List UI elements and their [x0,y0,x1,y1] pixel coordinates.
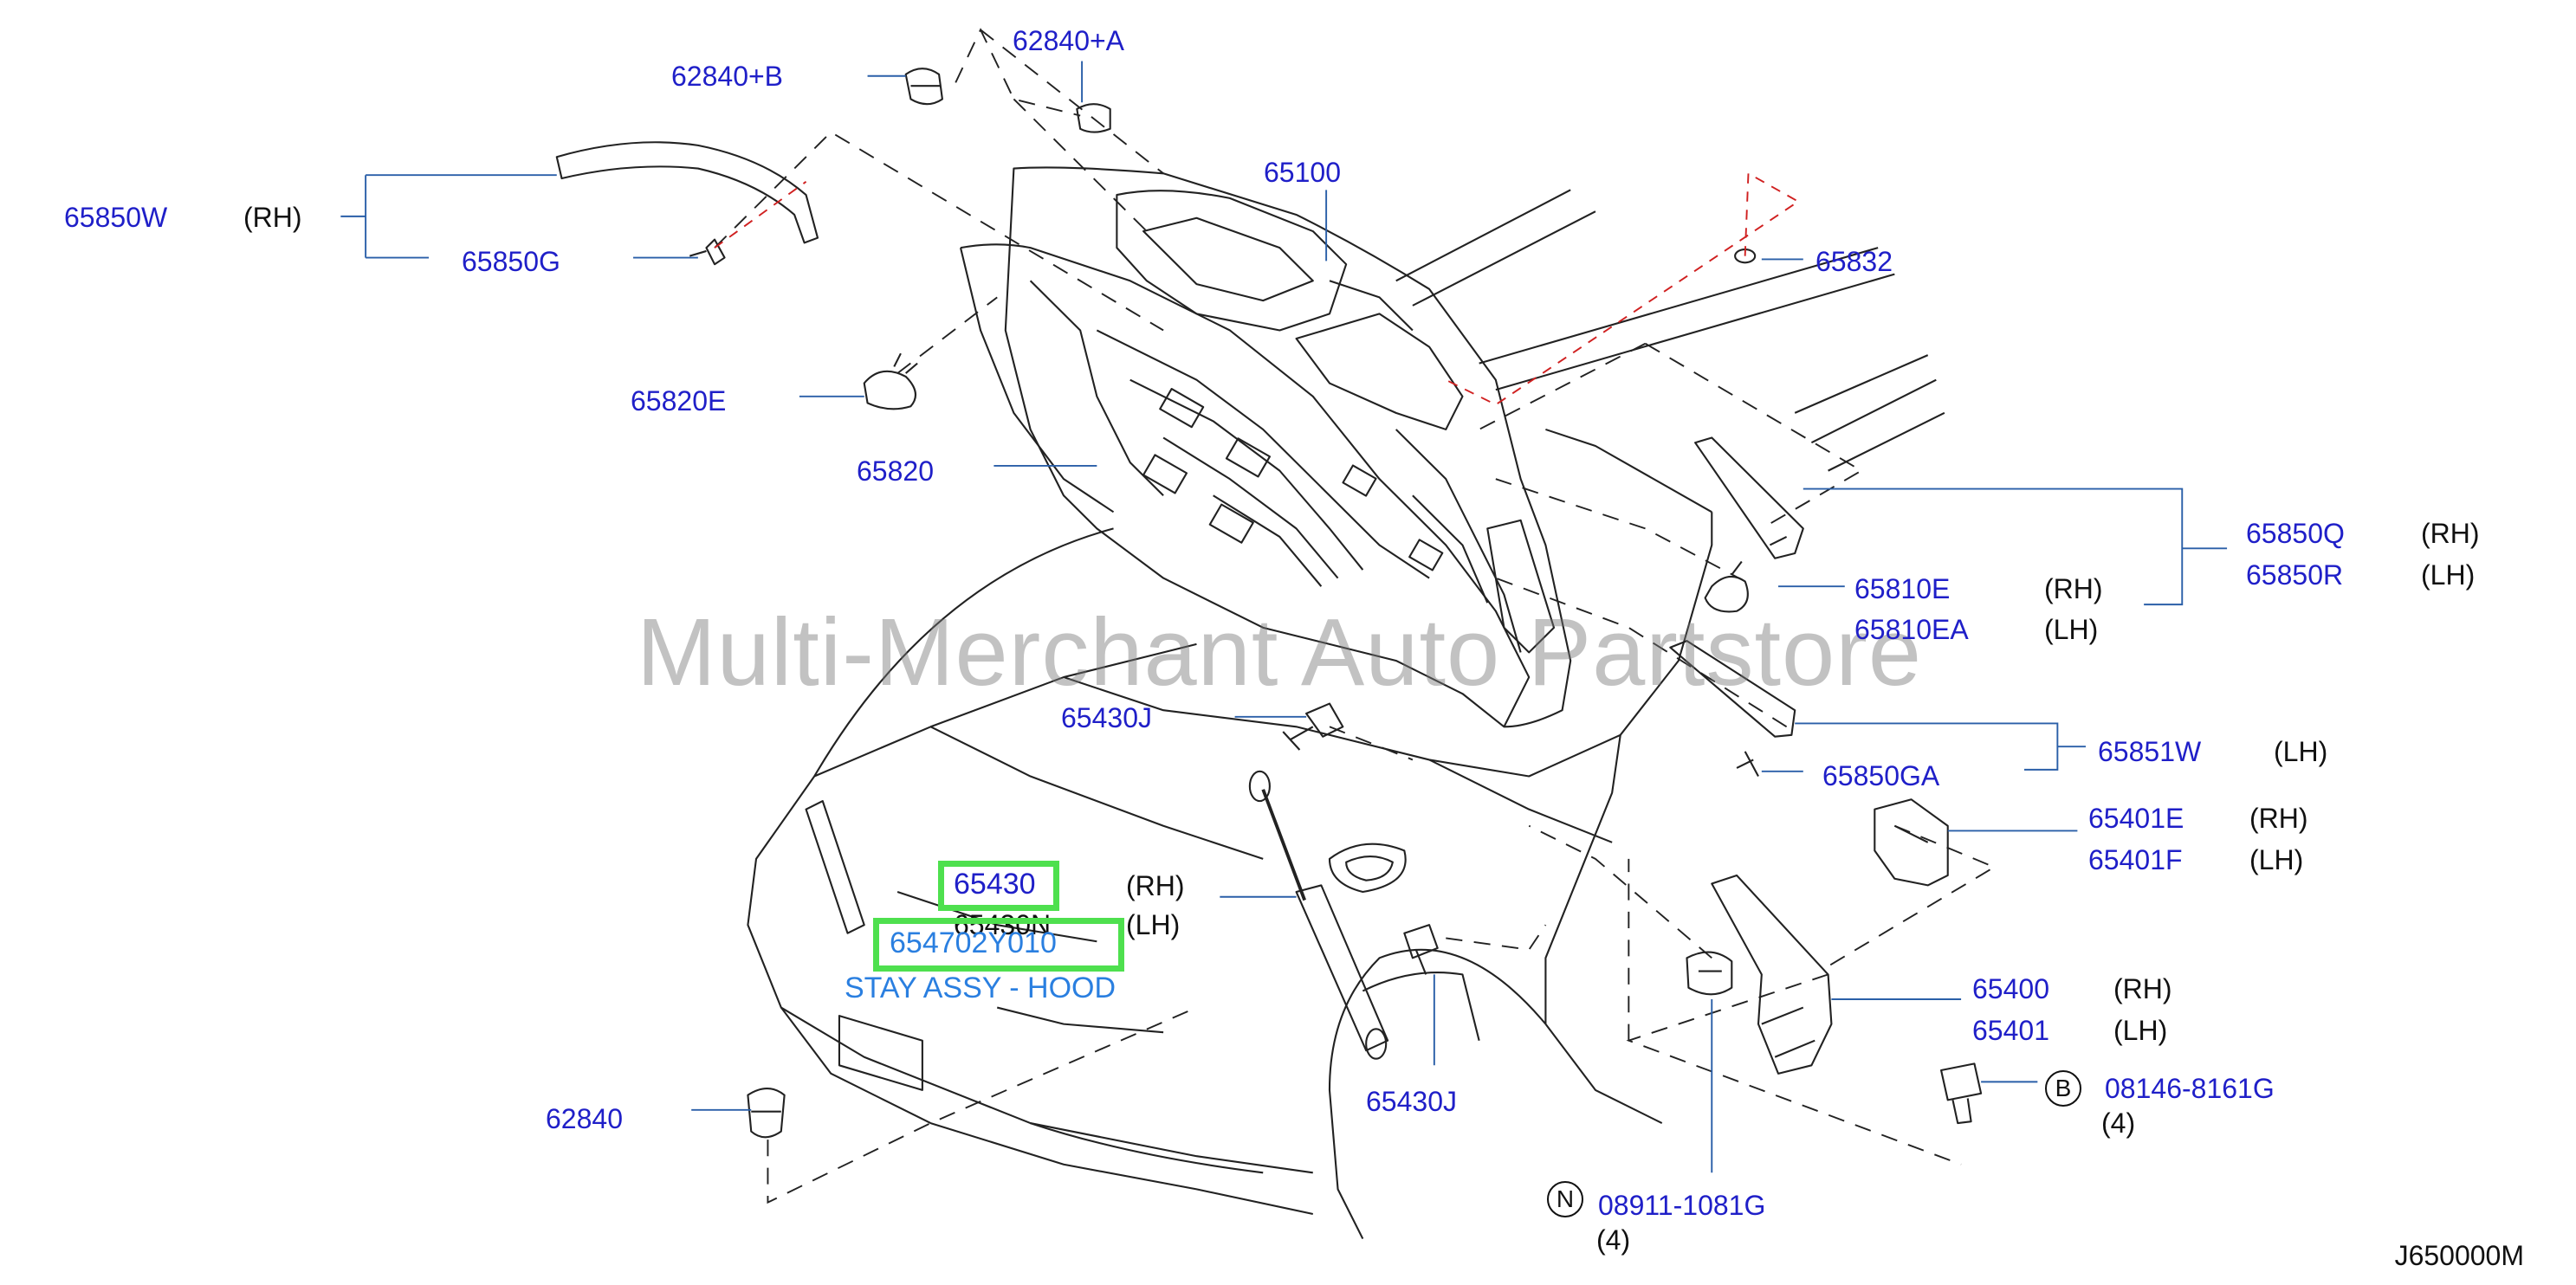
vehicle-body [747,428,1713,1240]
part-label-65851W[interactable]: 65851W [2098,736,2202,767]
part-label-65820[interactable]: 65820 [857,455,934,487]
part-label-65810E[interactable]: 65810E [1854,573,1951,604]
part-label-62840B[interactable]: 62840+B [671,61,784,92]
side-label-65850R: (LH) [2421,559,2476,591]
watermark: Multi-Merchant Auto Partstore [637,599,1923,706]
part-label-08911-1081G[interactable]: 08911-1081G [1598,1190,1766,1221]
quantity-08146: (4) [2101,1107,2136,1139]
part-label-65850R[interactable]: 65850R [2246,559,2344,591]
part-label-65832[interactable]: 65832 [1815,246,1893,277]
part-label-65820E[interactable]: 65820E [631,385,727,416]
n-symbol-icon: N [1547,1181,1583,1217]
part-label-65850G[interactable]: 65850G [462,246,560,277]
part-label-65430J-top[interactable]: 65430J [1061,702,1152,733]
hood-stay [1248,770,1389,1060]
part-label-65850W[interactable]: 65850W [64,202,168,233]
part-label-65400[interactable]: 65400 [1972,973,2049,1004]
side-label-65851W: (LH) [2274,736,2328,767]
side-label-65430: (RH) [1126,870,1185,901]
side-label-65400: (RH) [2113,973,2172,1004]
highlight-box-654702Y010 [873,918,1124,972]
stay-assy-hood-link[interactable]: STAY ASSY - HOOD [845,972,1116,1004]
part-label-65430N[interactable]: 65430N [954,909,1052,940]
red-dash-lines [714,171,1800,406]
part-label-62840[interactable]: 62840 [546,1103,623,1134]
side-label-65401F: (LH) [2249,844,2304,875]
part-label-65430[interactable]: 65430 [954,868,1036,901]
part-label-65401E[interactable]: 65401E [2088,803,2184,834]
assembly-dash-lines [714,28,1997,1204]
part-label-65401[interactable]: 65401 [1972,1015,2049,1046]
b-symbol-icon: B [2045,1070,2081,1107]
highlight-box-65430 [938,861,1059,911]
side-label-65401: (LH) [2113,1015,2168,1046]
hood-panel [959,166,1572,728]
windshield-lines [1395,189,1945,472]
part-label-65810EA[interactable]: 65810EA [1854,614,1969,645]
part-label-65401F[interactable]: 65401F [2088,844,2183,875]
quantity-08911: (4) [1596,1224,1631,1256]
part-label-65850Q[interactable]: 65850Q [2246,518,2345,549]
side-label-65401E: (RH) [2249,803,2308,834]
part-label-654702Y010[interactable]: 654702Y010 [890,927,1057,959]
leader-lines [340,61,2228,1173]
side-label-65850W: (RH) [243,202,302,233]
part-label-65430J-bottom[interactable]: 65430J [1366,1086,1457,1117]
side-label-65810E: (RH) [2044,573,2103,604]
part-label-65100[interactable]: 65100 [1264,157,1341,188]
part-label-62840A[interactable]: 62840+A [1013,25,1125,56]
side-label-65810EA: (LH) [2044,614,2099,645]
side-label-65430N: (LH) [1126,909,1181,940]
side-label-65850Q: (RH) [2421,518,2480,549]
part-label-65850GA[interactable]: 65850GA [1822,760,1940,791]
drawing-code: J650000M [2394,1240,2524,1271]
part-label-08146-8161G[interactable]: 08146-8161G [2105,1073,2275,1104]
